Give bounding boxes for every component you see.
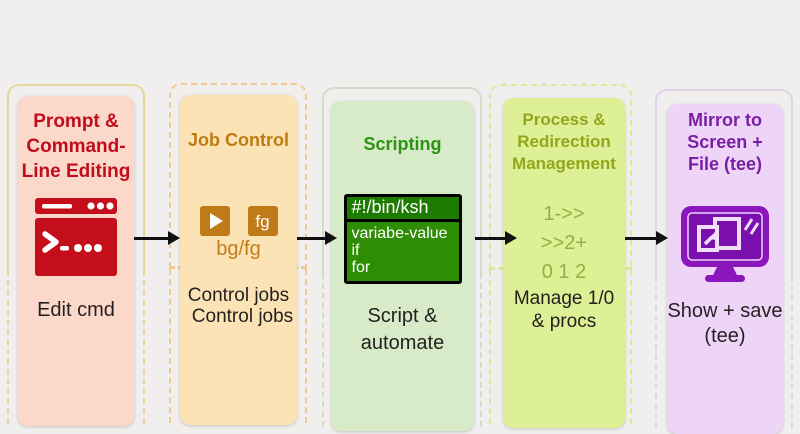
monitor-mirror-icon [679,205,771,292]
panel-title: Scripting [363,134,442,154]
shebang-line: #!/bin/ksh [346,197,459,222]
panel-title: Process & Redirection Management [512,110,616,173]
panel-title: Job Control [188,130,289,150]
redirection-operators: 1->> >>2+ 0 1 2 [540,203,588,283]
script-lines: variabe-value if for [351,225,448,276]
panel-body-text: Manage 1/0 & procs [513,288,615,332]
panel-body-text: Script & automate [360,305,445,354]
bg-fg-caption: bg/fg [216,238,261,260]
group-outline-mirror-tee [655,89,793,429]
flow-arrow [297,231,337,245]
panel-process-redirection: Process & Redirection Management 1->> >>… [503,98,625,428]
panel-prompt-editing: Prompt & Command- Line Editing Edit cmd [18,96,134,426]
panel-title: Prompt & Command- Line Editing [21,111,131,182]
job-control-icons: fg [199,206,278,236]
panel-body-text: Control jobs Control jobs [187,285,294,327]
fg-badge: fg [247,206,278,236]
panel-job-control: Job Control fg bg/fg Control jobs Contro… [180,95,297,425]
group-outline-scripting [322,87,482,427]
panel-body-text: Show + save (tee) [667,300,783,347]
play-icon [199,206,230,236]
panel-mirror-tee: Mirror to Screen + File (tee) Show + sav… [667,104,783,434]
panel-body-text: Edit cmd [37,299,115,321]
terminal-window-icon [35,198,117,281]
panel-title: Mirror to Screen + File (tee) [687,110,763,174]
ksh-script-snippet: #!/bin/ksh variabe-value if for [343,194,462,284]
flow-arrow [475,231,517,245]
panel-scripting: Scripting #!/bin/ksh variabe-value if fo… [331,101,474,431]
flow-arrow [625,231,668,245]
group-outline-prompt-editing [7,84,145,424]
flow-arrow [134,231,180,245]
